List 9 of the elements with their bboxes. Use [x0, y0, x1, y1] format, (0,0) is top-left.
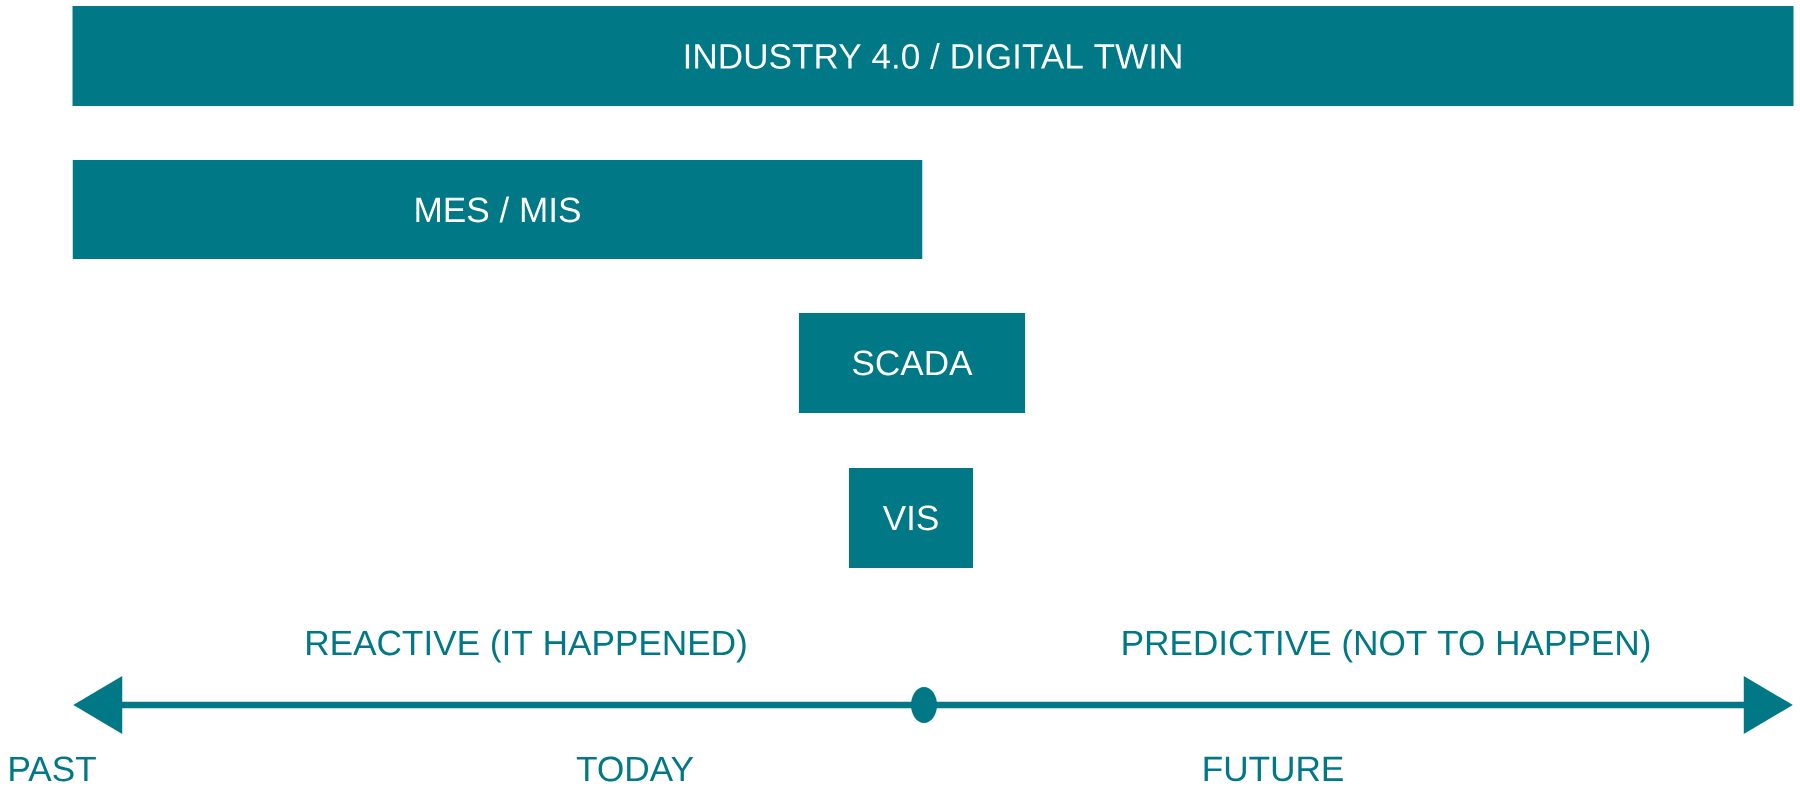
- timeline-label: PREDICTIVE (NOT TO HAPPEN): [1123, 629, 1650, 663]
- bar: MES / MIS: [72, 159, 923, 259]
- timeline-label: REACTIVE (IT HAPPENED): [307, 629, 746, 663]
- timeline-label: PAST: [10, 756, 96, 782]
- bar: SCADA: [798, 312, 1026, 413]
- bar: INDUSTRY 4.0 / DIGITAL TWIN: [72, 5, 1794, 107]
- timeline-label: FUTURE: [1204, 756, 1343, 782]
- timeline-label: TODAY: [576, 756, 694, 782]
- bar: VIS: [849, 467, 974, 569]
